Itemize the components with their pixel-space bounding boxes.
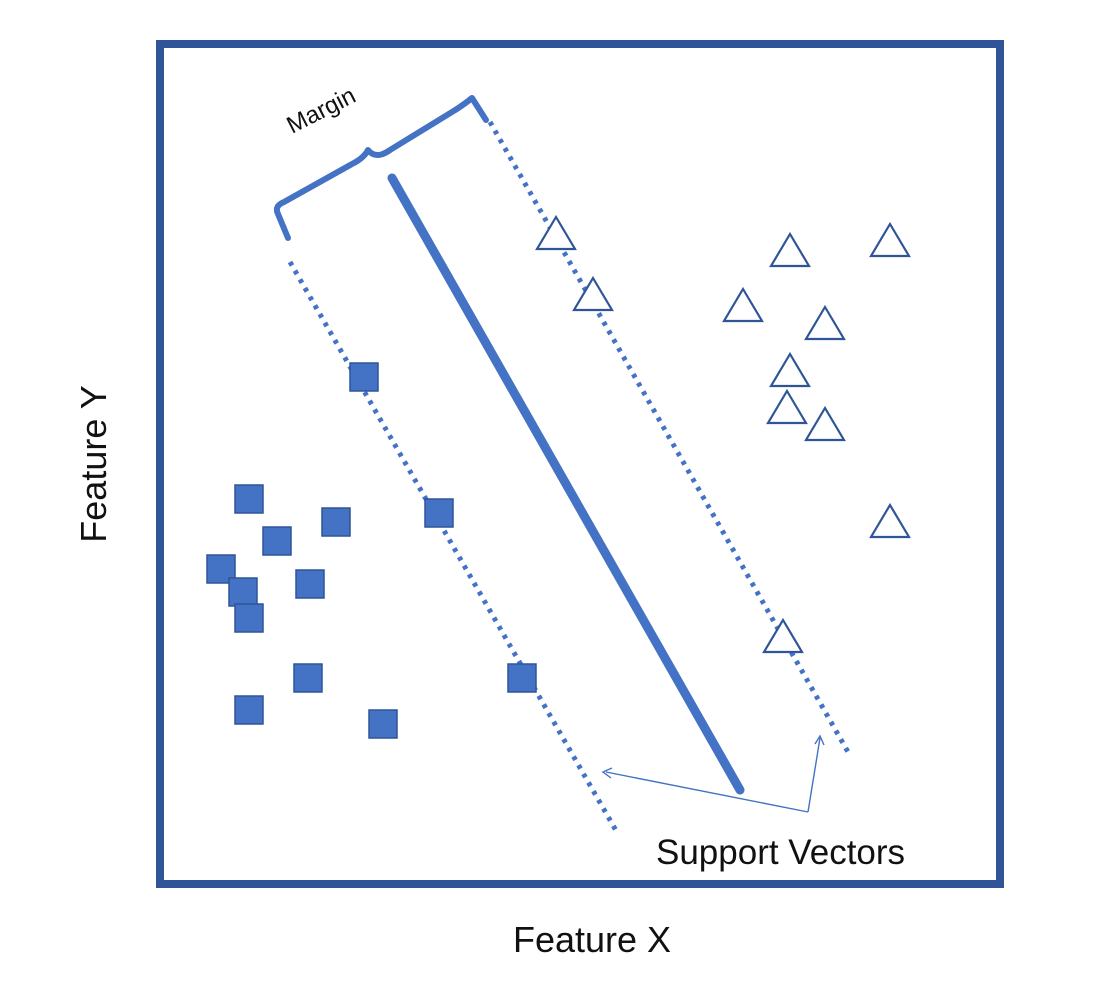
triangle-point — [769, 351, 811, 388]
pointer-left — [605, 771, 809, 813]
square-point — [262, 526, 292, 556]
square-point — [424, 498, 454, 528]
square-point — [507, 663, 537, 693]
square-point — [293, 663, 323, 693]
support-vector-pointers — [601, 734, 825, 813]
square-point — [234, 695, 264, 725]
pointer-right — [807, 737, 821, 813]
triangle-point — [769, 231, 811, 268]
y-axis-label: Feature Y — [73, 385, 114, 542]
triangle-point — [572, 275, 614, 312]
square-point — [368, 709, 398, 739]
triangle-point — [869, 502, 911, 539]
class-square-points — [206, 362, 537, 739]
square-point — [295, 569, 325, 599]
triangle-point — [766, 388, 808, 425]
pointer-left-head — [601, 767, 613, 779]
separating-hyperplane — [387, 173, 745, 795]
triangle-point — [869, 221, 911, 258]
triangle-point — [804, 405, 846, 442]
square-point — [228, 577, 258, 607]
triangle-point — [762, 617, 804, 654]
triangle-point — [804, 304, 846, 341]
support-vectors-label: Support Vectors — [656, 833, 905, 872]
pointer-right-head — [814, 734, 825, 746]
square-point — [321, 507, 351, 537]
margin-brace — [273, 95, 489, 241]
x-axis-label: Feature X — [513, 919, 671, 960]
triangle-point — [535, 214, 577, 251]
class-triangle-points — [535, 214, 911, 654]
square-point — [349, 362, 379, 392]
plot-frame — [156, 40, 1004, 888]
square-point — [234, 603, 264, 633]
triangle-point — [722, 286, 764, 323]
square-point — [234, 484, 264, 514]
